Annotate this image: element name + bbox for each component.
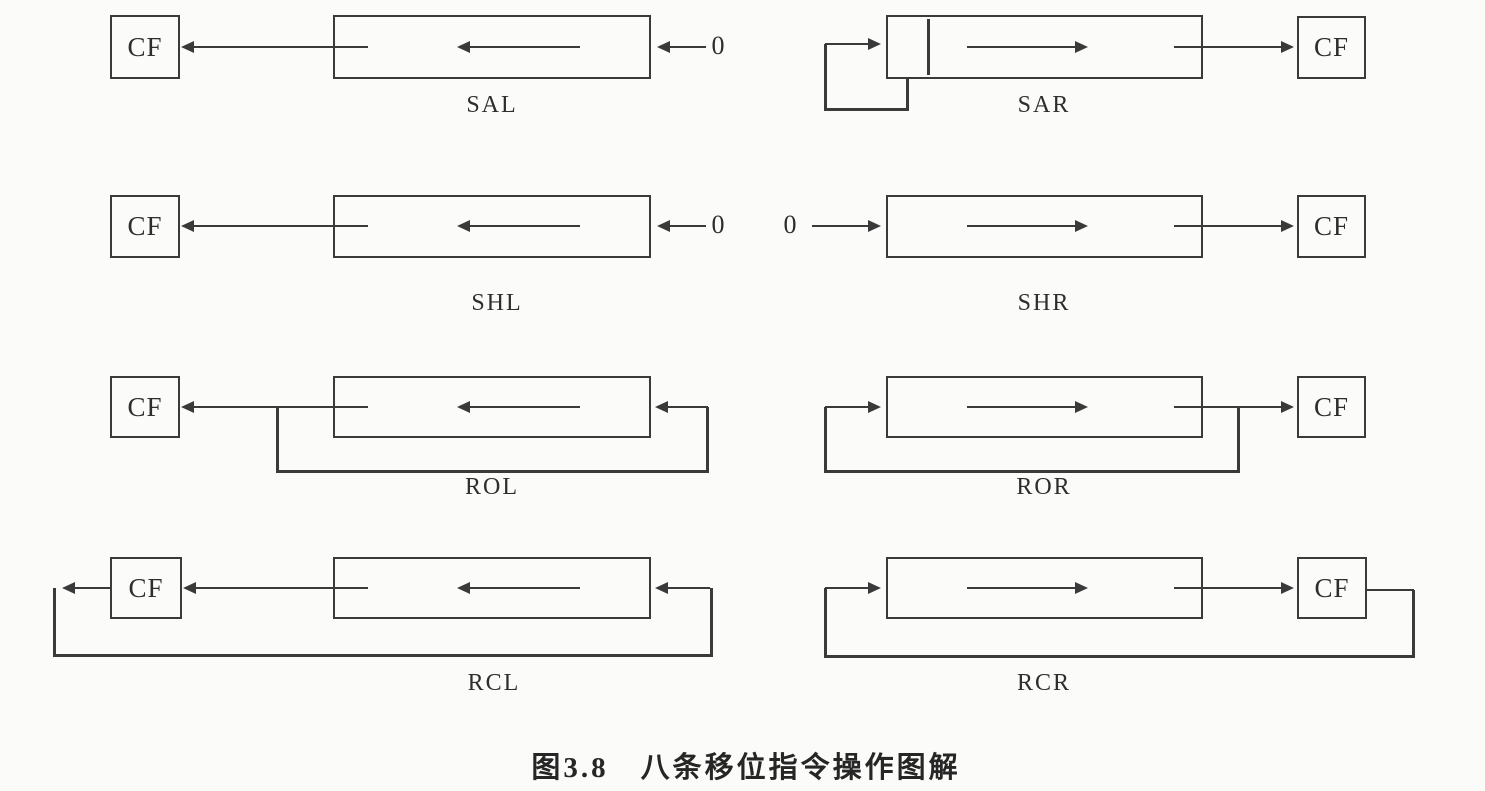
- arrow-right-icon: [1281, 582, 1294, 594]
- carry-feedback-line-left: [53, 588, 56, 656]
- cf-label: CF: [127, 211, 163, 241]
- shift-direction-line: [967, 46, 1077, 48]
- instruction-label: ROR: [1016, 474, 1072, 500]
- carry-out-line: [1174, 225, 1282, 227]
- shift-direction-line: [967, 225, 1077, 227]
- arrow-right-icon: [1075, 41, 1088, 53]
- arrow-left-icon: [457, 401, 470, 413]
- arrow-left-icon: [183, 582, 196, 594]
- cf-box: CF: [110, 195, 180, 258]
- arrow-left-icon: [657, 220, 670, 232]
- zero-label: 0: [711, 31, 725, 60]
- carry-out-line: [1174, 587, 1282, 589]
- arrow-right-icon: [1075, 582, 1088, 594]
- rotate-loop-left: [824, 407, 827, 472]
- cf-label: CF: [127, 391, 163, 422]
- arrow-right-icon: [868, 220, 881, 232]
- arrow-left-icon: [181, 41, 194, 53]
- shift-direction-line: [967, 406, 1077, 408]
- arrow-right-icon: [868, 38, 881, 50]
- rotate-in-line: [664, 587, 710, 589]
- zero-in-line: [666, 46, 706, 48]
- shift-direction-line: [967, 587, 1077, 589]
- instruction-label: ROL: [465, 474, 519, 500]
- cf-box: CF: [110, 15, 180, 79]
- sign-feedback-line-top: [825, 43, 869, 45]
- arrow-left-icon: [657, 41, 670, 53]
- arrow-right-icon: [868, 582, 881, 594]
- rotate-loop-bottom: [824, 470, 1240, 473]
- zero-label: 0: [711, 210, 725, 239]
- rotate-loop-branch: [276, 407, 279, 472]
- instruction-label: SAR: [1017, 92, 1071, 118]
- zero-in-line: [666, 225, 706, 227]
- arrow-right-icon: [1075, 401, 1088, 413]
- carry-feedback-line-bottom: [53, 654, 713, 657]
- shift-direction-line: [464, 587, 580, 589]
- cf-box: CF: [1297, 376, 1366, 438]
- rotate-loop-bottom: [276, 470, 709, 473]
- cf-box: CF: [1297, 16, 1366, 79]
- arrow-right-icon: [1281, 220, 1294, 232]
- carry-feedback-line-left: [824, 588, 827, 657]
- cf-label: CF: [1314, 572, 1350, 603]
- arrow-right-icon: [1281, 401, 1294, 413]
- shift-direction-line: [464, 46, 580, 48]
- cf-box: CF: [110, 557, 182, 619]
- cf-label: CF: [127, 31, 163, 62]
- rotate-in-line: [825, 406, 869, 408]
- zero-in-line: [812, 225, 870, 227]
- cf-box: CF: [110, 376, 180, 438]
- arrow-left-icon: [457, 220, 470, 232]
- rotate-loop-right: [706, 407, 709, 472]
- cf-label: CF: [1313, 391, 1350, 422]
- arrow-left-icon: [655, 582, 668, 594]
- carry-feedback-line-top: [72, 587, 110, 589]
- cf-label: CF: [128, 572, 164, 603]
- figure-caption: 图3.8 八条移位指令操作图解: [531, 752, 961, 784]
- instruction-label: SHR: [1017, 290, 1071, 316]
- cf-label: CF: [1313, 211, 1350, 241]
- carry-out-line: [1174, 406, 1282, 408]
- carry-feedback-line-top: [1365, 589, 1414, 591]
- shift-direction-line: [464, 406, 580, 408]
- shift-direction-line: [464, 225, 580, 227]
- arrow-left-icon: [457, 41, 470, 53]
- sign-feedback-line-right: [906, 79, 909, 111]
- carry-out-line: [190, 587, 368, 589]
- instruction-label: RCL: [467, 670, 521, 696]
- arrow-left-icon: [457, 582, 470, 594]
- arrow-left-icon: [655, 401, 668, 413]
- sign-feedback-line-bottom: [824, 108, 909, 111]
- sign-bit-divider: [927, 19, 930, 75]
- zero-label: 0: [783, 210, 797, 239]
- carry-feedback-line-bottom: [824, 655, 1415, 658]
- carry-out-line: [188, 225, 368, 227]
- sign-feedback-line-left: [824, 44, 827, 111]
- cf-box: CF: [1297, 557, 1367, 619]
- rotate-loop-branch: [1237, 407, 1240, 472]
- arrow-right-icon: [1075, 220, 1088, 232]
- carry-out-line: [188, 46, 368, 48]
- rotate-in-line: [664, 406, 708, 408]
- arrow-left-icon: [62, 582, 75, 594]
- arrow-right-icon: [1281, 41, 1294, 53]
- rotate-in-line: [825, 587, 869, 589]
- instruction-label: SAL: [466, 92, 518, 118]
- carry-feedback-line-right: [710, 588, 713, 656]
- cf-label: CF: [1313, 32, 1350, 62]
- arrow-left-icon: [181, 220, 194, 232]
- instruction-label: SHL: [471, 290, 523, 316]
- arrow-right-icon: [868, 401, 881, 413]
- carry-out-line: [1174, 46, 1282, 48]
- arrow-left-icon: [181, 401, 194, 413]
- cf-box: CF: [1297, 195, 1366, 258]
- instruction-label: RCR: [1016, 670, 1072, 696]
- carry-feedback-line-right: [1412, 590, 1415, 657]
